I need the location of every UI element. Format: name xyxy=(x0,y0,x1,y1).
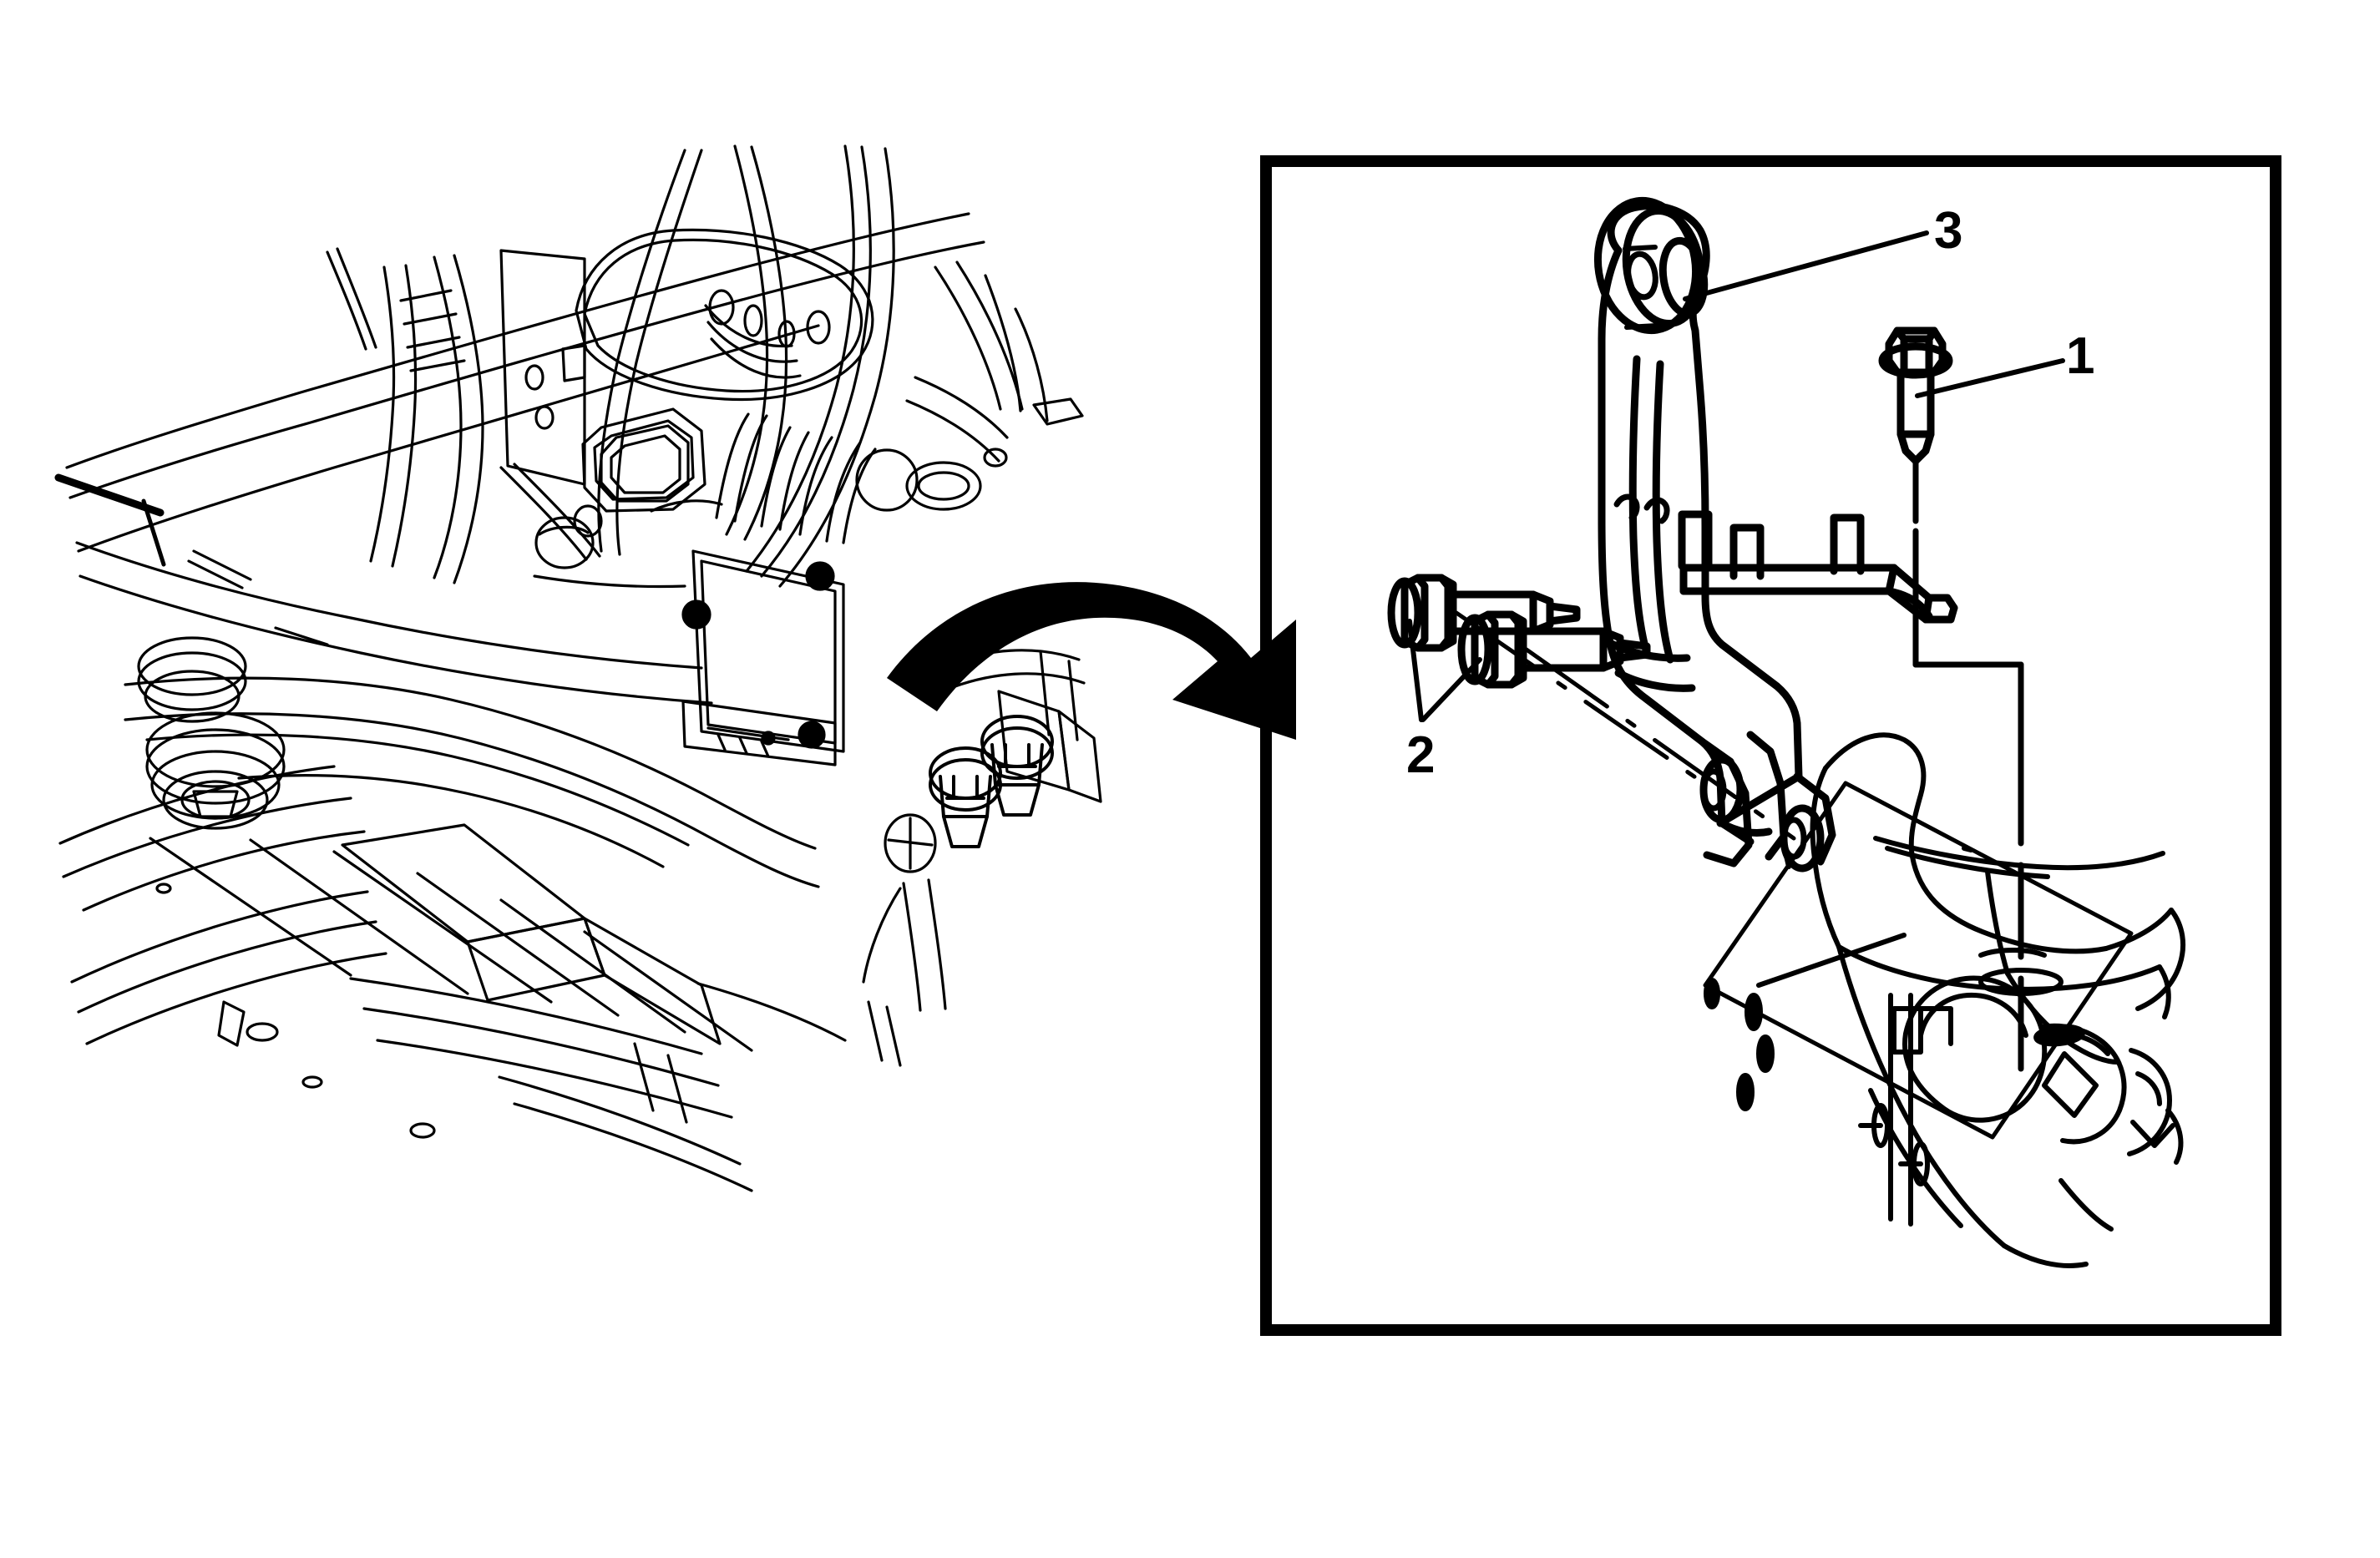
underbody-linework xyxy=(54,144,1102,1192)
arrow-shape xyxy=(887,582,1296,740)
bracket-lower-tab xyxy=(1698,731,1836,873)
bracket-bolt-upper xyxy=(1387,574,1581,652)
leader-1 xyxy=(1915,358,2065,398)
detail-panel-border xyxy=(1260,155,2281,1336)
callout-label-1: 1 xyxy=(2066,327,2095,385)
leader-2a xyxy=(1407,619,1424,722)
frame-crossmember xyxy=(1703,732,2186,1268)
callout-label-2: 2 xyxy=(1406,726,1436,784)
leader-2b xyxy=(1420,657,1482,722)
bolt-1-seat xyxy=(1978,948,2064,996)
bracket-pivot-eye xyxy=(1593,196,1709,335)
mount-to-frame-bolt xyxy=(1878,326,1953,465)
leader-lines xyxy=(1407,230,2065,722)
detail-linework xyxy=(1387,196,2186,1268)
bolt-2-centerlines xyxy=(1454,610,1796,841)
bracket-shelf xyxy=(1678,510,1958,624)
bolt-2-seats xyxy=(1858,1103,1930,1186)
bracket-bolt-lower xyxy=(1457,610,1651,689)
bolt-1-centerline xyxy=(1912,458,2024,1072)
leader-3 xyxy=(1683,230,1929,301)
callout-label-3: 3 xyxy=(1934,202,1963,260)
